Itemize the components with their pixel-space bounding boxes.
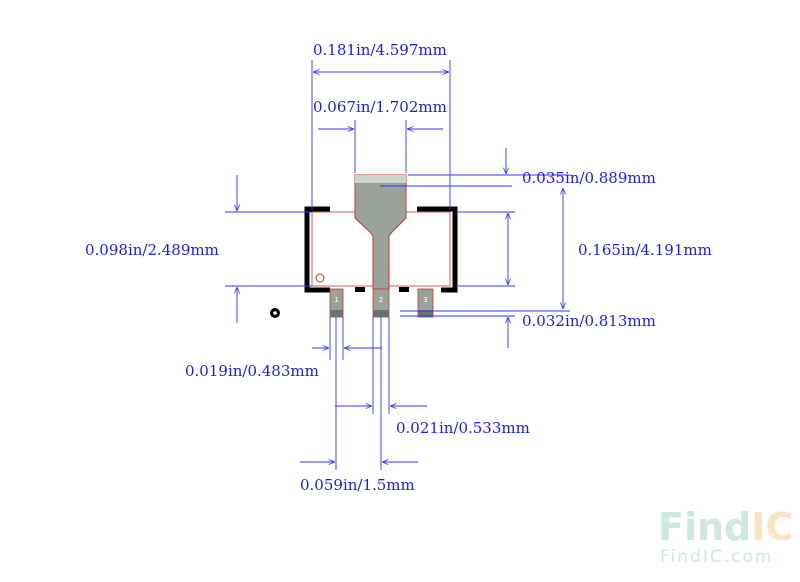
findic-watermark-logo: FindIC FindIC.com bbox=[658, 505, 793, 567]
dim-overall-width: 0.181in/4.597mm bbox=[313, 41, 447, 59]
tab-pad bbox=[354, 174, 407, 290]
dim-lead-length: 0.032in/0.813mm bbox=[522, 312, 656, 330]
dim-lead-width: 0.019in/0.483mm bbox=[185, 362, 319, 380]
pin1-dot-icon bbox=[270, 308, 280, 318]
dim-center-lead-width: 0.021in/0.533mm bbox=[396, 419, 530, 437]
pin-pad-1: 1 bbox=[329, 288, 344, 318]
dim-pitch: 0.059in/1.5mm bbox=[300, 476, 415, 494]
silk-dash-2 bbox=[399, 287, 409, 292]
svg-text:FindIC: FindIC bbox=[658, 505, 793, 549]
watermark-logo-left: Find bbox=[658, 505, 751, 549]
watermark-logo-right: IC bbox=[751, 505, 793, 549]
pin-label-3: 3 bbox=[423, 296, 427, 304]
dim-tab-width: 0.067in/1.702mm bbox=[313, 98, 447, 116]
pin-pad-3: 3 bbox=[417, 288, 434, 318]
silk-left bbox=[304, 206, 330, 293]
silk-dash-1 bbox=[355, 287, 365, 292]
pin-label-1: 1 bbox=[334, 296, 338, 304]
dim-total-height: 0.165in/4.191mm bbox=[578, 241, 712, 259]
pin-pad-2: 2 bbox=[372, 288, 390, 318]
dimension-lines bbox=[225, 60, 570, 470]
pin-label-2: 2 bbox=[379, 296, 383, 304]
dim-body-height: 0.098in/2.489mm bbox=[85, 241, 219, 259]
watermark-url: FindIC.com bbox=[660, 547, 773, 567]
dim-tab-height: 0.035in/0.889mm bbox=[522, 169, 656, 187]
silk-right bbox=[417, 206, 458, 293]
pin1-circle-marker bbox=[315, 273, 325, 283]
